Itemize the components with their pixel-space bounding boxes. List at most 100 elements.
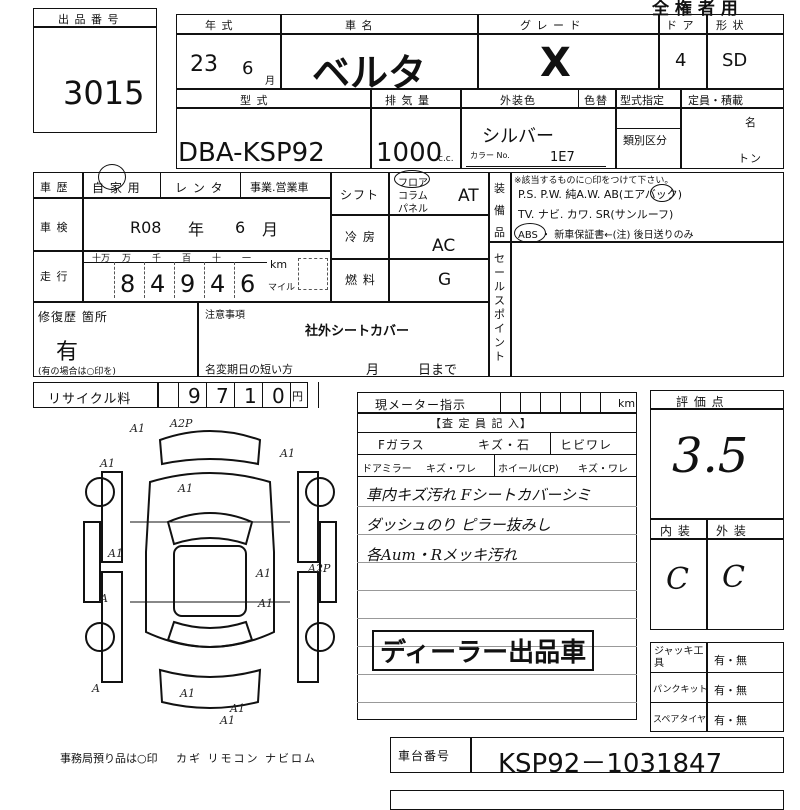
model-month: 6	[242, 58, 254, 79]
score-label: 評 価 点	[676, 395, 725, 409]
mileage-digit: 4	[150, 270, 166, 298]
mileage-unit: 万	[122, 254, 132, 264]
chassis-number: KSP92－1031847	[498, 749, 723, 779]
mirror-label: ドアミラー	[362, 464, 412, 475]
lot-label: 出 品 番 号	[58, 13, 120, 26]
year-label: 年 式	[205, 19, 234, 32]
fuel-value: G	[438, 270, 452, 290]
inspection-era: R08	[130, 218, 162, 237]
notes-value: 社外シートカバー	[305, 324, 410, 339]
mileage-unit: 一	[242, 254, 252, 264]
model-code-label: 型 式	[240, 94, 269, 107]
damage-mark: A1	[219, 714, 235, 727]
recycle-box	[33, 382, 308, 408]
inspector-title: 【査 定 員 記 入】	[430, 417, 532, 430]
circle-mark	[394, 170, 430, 188]
exterior-score: C	[722, 560, 745, 595]
capacity-label: 定員・積載	[688, 94, 743, 107]
damage-mark: A1	[279, 447, 295, 460]
body-type-value: SD	[722, 50, 748, 71]
category-label: 類別区分	[623, 134, 667, 147]
displacement-label: 排 気 量	[385, 94, 430, 107]
car-name: ベルタ	[312, 51, 427, 95]
lot-box	[33, 8, 157, 133]
mileage-unit: 十万	[92, 254, 111, 264]
exterior-color-value: シルバー	[482, 126, 554, 147]
color-code: 1E7	[550, 150, 575, 165]
inspector-block	[357, 392, 637, 720]
car-name-label: 車 名	[345, 19, 374, 32]
model-box	[176, 89, 784, 169]
repair-label: 修復歴 箇所	[38, 310, 108, 324]
damage-mark: A1	[179, 687, 195, 700]
extras-block	[650, 642, 784, 732]
dealer-stamp: ディーラー出品車	[372, 630, 595, 671]
model-code: DBA-KSP92	[178, 138, 325, 168]
damage-mark: A1	[129, 422, 145, 435]
equipment-label: 装 備 品	[494, 182, 505, 239]
damage-mark: A2P	[307, 562, 331, 575]
equipment-line3: ABS ・ 新車保証書←(注) 後日送りのみ	[518, 230, 694, 241]
meter-label: 現メーター指示	[375, 398, 467, 412]
score-value: 3.5	[672, 428, 749, 484]
office-items: カギ リモコン ナビロム	[176, 752, 317, 765]
model-designation-label: 型式指定	[620, 94, 664, 107]
history-label: 車 歴	[40, 181, 69, 194]
damage-mark: A1	[107, 547, 123, 560]
mile-checkbox	[298, 258, 328, 290]
score-block	[650, 390, 784, 630]
extra-label: パンクキット	[653, 685, 708, 695]
grade-value: X	[540, 40, 571, 86]
recycle-digit: 9	[188, 384, 201, 408]
damage-mark: A1	[255, 567, 271, 580]
damage-mark: A1	[257, 597, 273, 610]
notes-label: 注意事項	[205, 310, 245, 321]
inspection-label: 車 検	[40, 221, 69, 234]
damage-mark: A1	[229, 702, 245, 715]
comment-line: 車内キズ汚れ Fシートカバーシミ	[366, 486, 591, 504]
comment-line: 各Aum・Rメッキ汚れ	[366, 546, 518, 564]
body-type-label: 形 状	[716, 19, 745, 32]
extra-label: スペアタイヤ	[653, 715, 707, 725]
extra-value: 有・無	[714, 684, 747, 697]
inspection-month: 6	[235, 218, 246, 237]
sales-point-block	[489, 242, 784, 377]
recycle-digit: 0	[272, 384, 285, 408]
extra-value: 有・無	[714, 714, 747, 727]
wheel-options: キズ・ワレ	[578, 464, 628, 475]
history-block	[33, 172, 331, 302]
model-year: 23	[190, 52, 218, 77]
mileage-digit: 9	[180, 270, 196, 298]
shift-value: AT	[458, 186, 479, 206]
ac-label: 冷 房	[345, 230, 376, 244]
equipment-block	[489, 172, 784, 242]
circle-mark	[650, 184, 674, 202]
displacement-value: 1000	[376, 138, 443, 168]
exterior-label: 外 装	[716, 524, 747, 538]
repair-notes-block	[33, 302, 489, 377]
circle-mark	[98, 164, 126, 190]
recycle-digit: 7	[216, 384, 229, 408]
mileage-unit: 千	[152, 254, 162, 264]
footer-box	[390, 790, 784, 810]
mileage-digit: 6	[240, 270, 256, 298]
office-items-label: 事務局預り品は○印	[60, 752, 158, 765]
repair-value: 有	[56, 340, 79, 365]
shift-label: シフト	[340, 188, 380, 202]
history-commercial: 事業.営業車	[250, 181, 309, 194]
sales-point-label: セールスポイント	[494, 252, 505, 363]
color-change-label: 色替	[584, 94, 608, 107]
mileage-digit: 4	[210, 270, 226, 298]
front-glass-label: Fガラス	[378, 438, 425, 452]
doors-label: ド ア	[666, 19, 695, 32]
damage-mark: A2P	[169, 417, 193, 430]
doors-value: 4	[675, 50, 687, 71]
equipment-line2: TV. ナビ. カワ. SR(サンルーフ)	[518, 208, 674, 221]
vehicle-header-box	[176, 14, 784, 89]
front-glass-options: キズ・石	[478, 438, 531, 452]
extra-label: ジャッキ工具	[654, 646, 704, 669]
damage-mark: A	[99, 592, 108, 605]
crack-label: ヒビワレ	[560, 438, 613, 452]
mileage-label: 走 行	[40, 270, 69, 283]
mirror-options: キズ・ワレ	[426, 464, 476, 475]
